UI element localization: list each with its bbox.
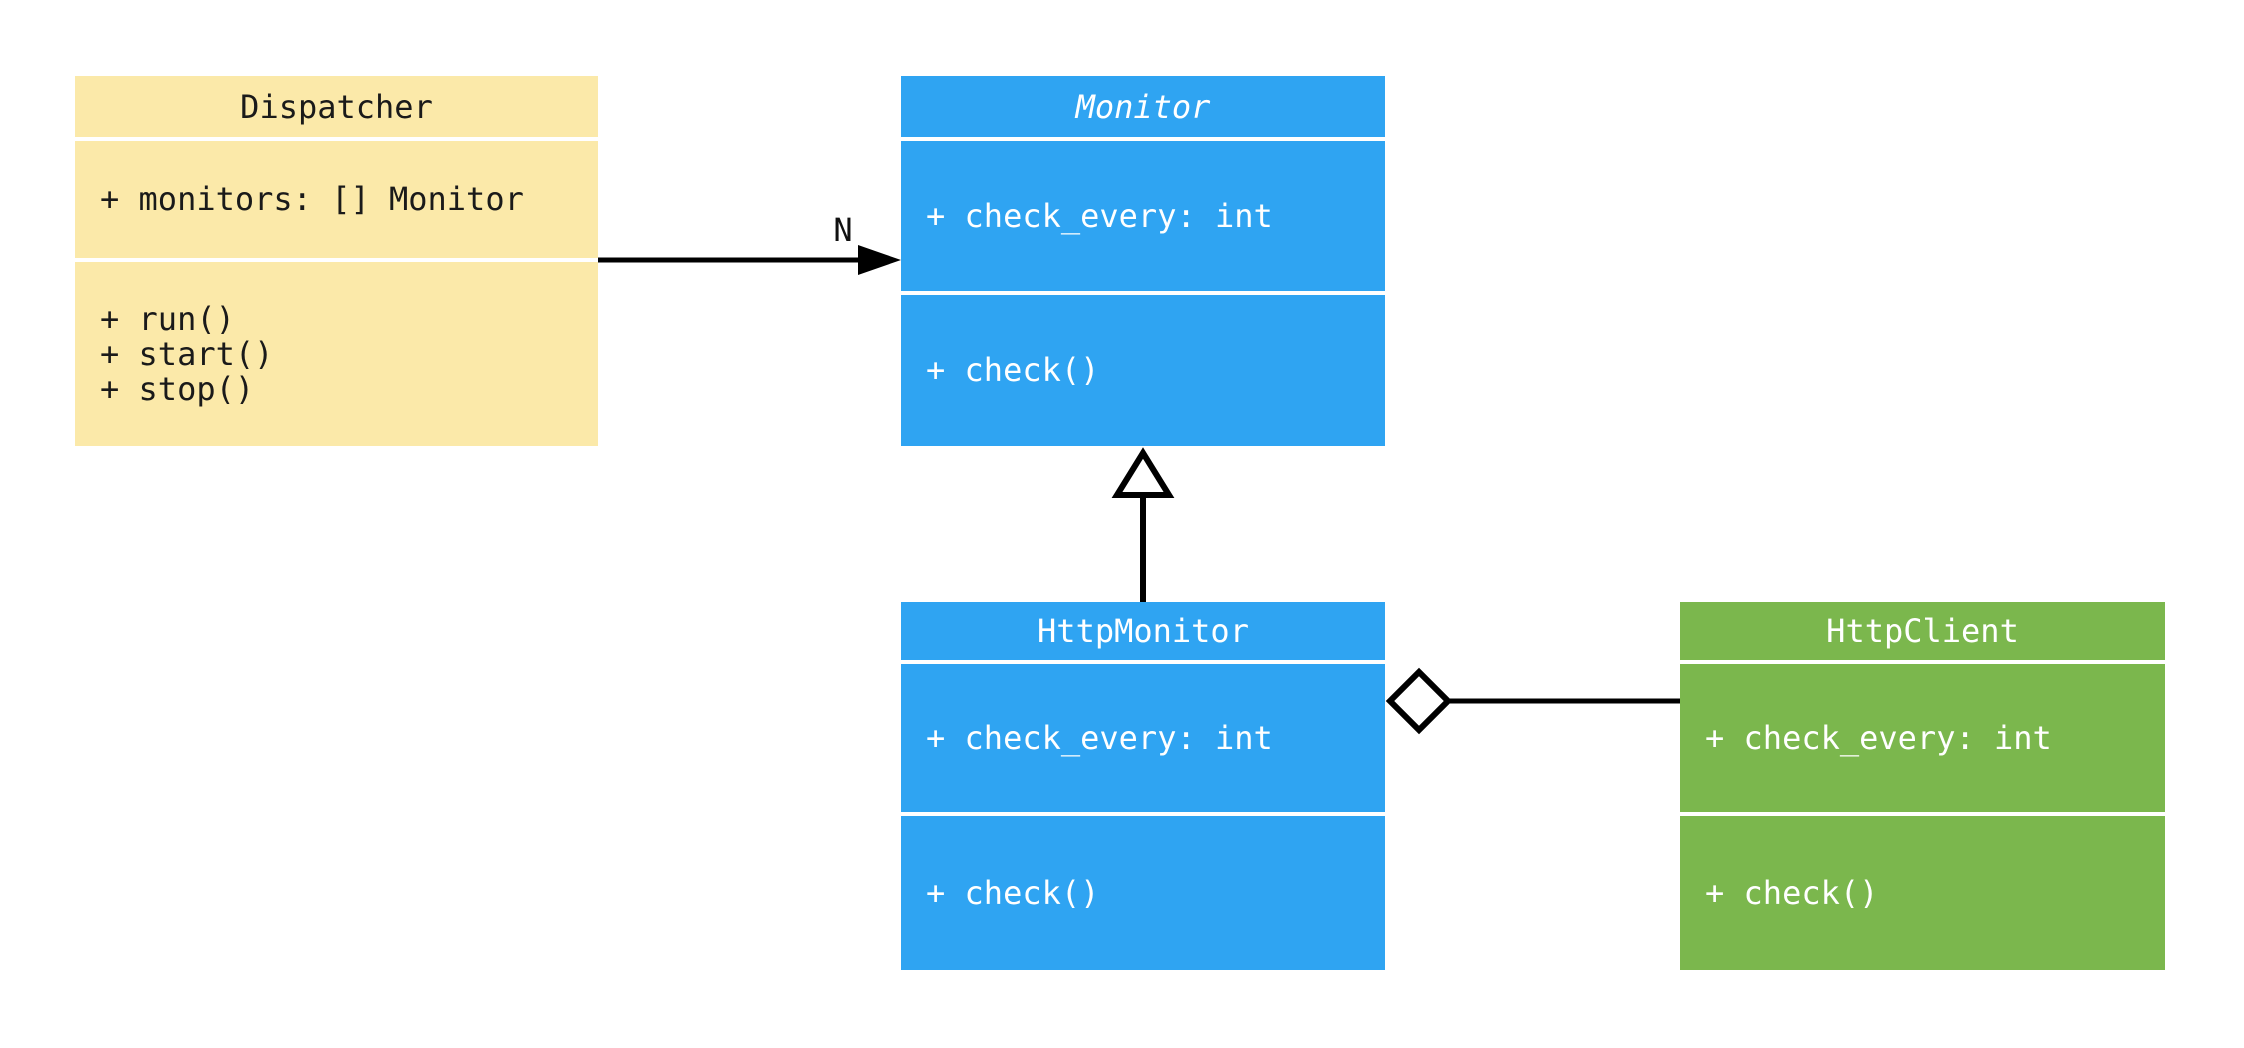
class-title: HttpClient bbox=[1680, 602, 2165, 660]
method-item: + stop() bbox=[100, 369, 255, 408]
method-item: + run() bbox=[100, 299, 235, 338]
attributes-compartment: + monitors: [] Monitor bbox=[75, 141, 598, 258]
attribute-item: + check_every: int bbox=[1705, 718, 2052, 757]
class-box-httpclient: HttpClient + check_every: int + check() bbox=[1680, 602, 2165, 970]
method-item: + start() bbox=[100, 334, 274, 373]
inheritance-triangle-icon bbox=[1111, 447, 1175, 498]
class-title: Dispatcher bbox=[75, 76, 598, 137]
class-title: HttpMonitor bbox=[901, 602, 1385, 660]
method-item: + check() bbox=[1705, 873, 1879, 912]
attributes-compartment: + check_every: int bbox=[901, 664, 1385, 812]
association-arrowhead-icon bbox=[858, 245, 901, 275]
aggregation-diamond-icon bbox=[1385, 667, 1453, 735]
multiplicity-label: N bbox=[833, 211, 853, 249]
class-title: Monitor bbox=[901, 76, 1385, 137]
attributes-compartment: + check_every: int bbox=[901, 141, 1385, 291]
methods-compartment: + check() bbox=[901, 816, 1385, 970]
attributes-compartment: + check_every: int bbox=[1680, 664, 2165, 812]
class-box-dispatcher: Dispatcher + monitors: [] Monitor + run(… bbox=[75, 76, 598, 446]
methods-compartment: + run() + start() + stop() bbox=[75, 262, 598, 446]
attribute-item: + check_every: int bbox=[926, 718, 1273, 757]
method-item: + check() bbox=[926, 873, 1100, 912]
method-item: + check() bbox=[926, 351, 1100, 389]
class-box-monitor: Monitor + check_every: int + check() bbox=[901, 76, 1385, 446]
methods-compartment: + check() bbox=[901, 295, 1385, 446]
attribute-item: + check_every: int bbox=[926, 196, 1273, 235]
methods-compartment: + check() bbox=[1680, 816, 2165, 970]
class-box-httpmonitor: HttpMonitor + check_every: int + check() bbox=[901, 602, 1385, 970]
attribute-item: + monitors: [] Monitor bbox=[100, 180, 524, 218]
